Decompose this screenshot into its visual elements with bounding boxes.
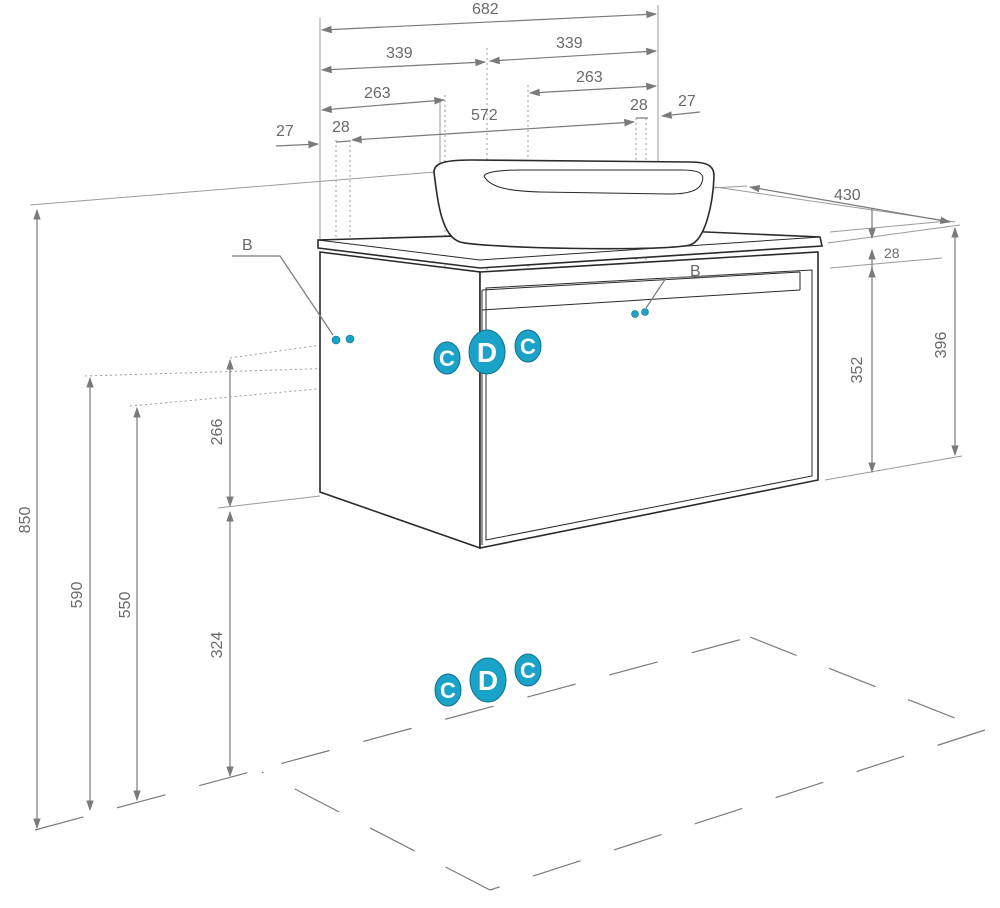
floor-outline: [34, 636, 986, 891]
connection-c-lower-right: [514, 653, 542, 687]
vessel-basin: [433, 159, 715, 250]
outlet-dot-right-2: [641, 308, 649, 316]
dim-352: 352: [849, 357, 866, 384]
connection-c-upper-right: [514, 329, 542, 363]
dim-682: 682: [472, 1, 499, 18]
dim-27-right: 27: [678, 93, 696, 110]
svg-text:C: C: [520, 334, 536, 359]
svg-text:D: D: [478, 665, 498, 696]
dim-324: 324: [209, 632, 226, 659]
outlet-dot-left-2: [345, 334, 355, 344]
svg-text:C: C: [440, 678, 456, 703]
marker-b-right: B: [690, 263, 701, 280]
vanity-cabinet: [317, 229, 823, 550]
dim-266: 266: [209, 419, 226, 446]
dim-28-top: 28: [884, 245, 900, 261]
outlet-dot-right-1: [631, 310, 639, 318]
b-markers: B B: [242, 237, 701, 345]
marker-b-left: B: [242, 237, 253, 254]
dim-28-right: 28: [630, 97, 648, 114]
connection-d-lower: [469, 657, 507, 703]
dim-339-right: 339: [556, 35, 583, 52]
svg-text:D: D: [477, 337, 497, 368]
dim-572: 572: [471, 107, 498, 124]
b-marker-leaders: [232, 255, 721, 336]
left-dimensions: [33, 208, 234, 830]
connections-lower: C D C: [434, 653, 542, 707]
outlet-dot-left-1: [331, 335, 341, 345]
dim-430: 430: [834, 187, 861, 204]
dim-590: 590: [69, 582, 86, 609]
dim-339-left: 339: [386, 45, 413, 62]
right-dimensions: [748, 184, 959, 474]
connections-upper: C D C: [433, 329, 542, 375]
dim-550: 550: [117, 592, 134, 619]
dimension-labels: 682 339 339 263 263 572 27 28 28 27 430 …: [17, 1, 950, 658]
dim-263-left: 263: [364, 85, 391, 102]
connection-c-lower-left: [434, 673, 462, 707]
svg-text:C: C: [520, 658, 536, 683]
dim-850: 850: [17, 507, 34, 534]
dim-28-left: 28: [332, 119, 350, 136]
dim-263-right: 263: [576, 69, 603, 86]
connection-d-upper: [468, 329, 506, 375]
dim-27-left: 27: [276, 123, 294, 140]
svg-text:C: C: [439, 346, 455, 371]
dim-396: 396: [933, 332, 950, 359]
connection-c-upper-left: [433, 341, 461, 375]
top-dimensions: [275, 10, 701, 149]
